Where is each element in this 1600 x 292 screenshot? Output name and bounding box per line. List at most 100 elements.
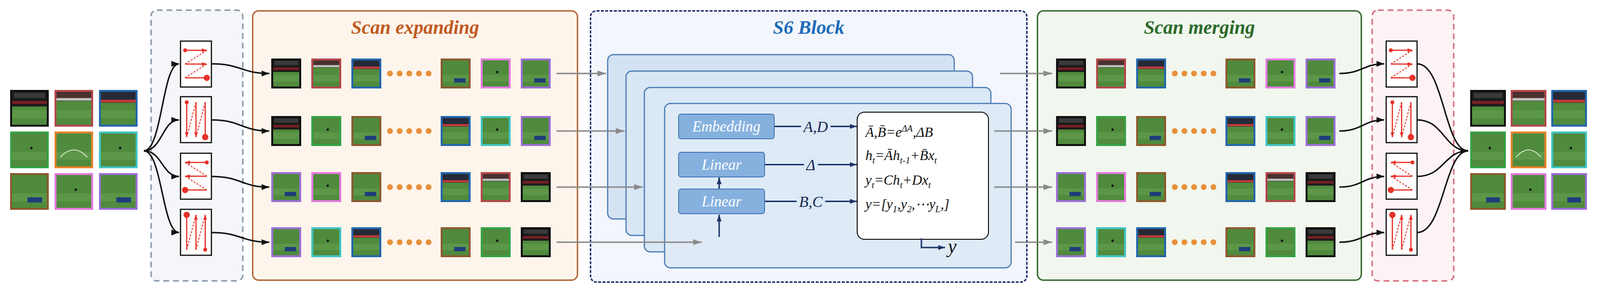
video-frame	[98, 131, 138, 168]
pitch-stripe	[10, 151, 49, 160]
scan-start	[1408, 247, 1413, 252]
scan-return	[185, 176, 208, 191]
equation-term: t	[872, 154, 876, 166]
frame-border	[1471, 173, 1505, 209]
pitch-line	[1516, 149, 1542, 157]
pitch	[1510, 131, 1547, 168]
scan-start	[203, 247, 208, 252]
player	[30, 146, 33, 150]
equation-term: +B̄x	[910, 147, 935, 163]
video-frame	[1551, 89, 1587, 127]
scan-return	[1391, 64, 1413, 79]
video-frame	[10, 131, 49, 168]
pitch	[1510, 89, 1547, 127]
fan-in-arrow	[1417, 150, 1469, 233]
equation-term: ,ΔB	[912, 124, 933, 140]
scan-stage: Scan expanding	[251, 10, 579, 281]
equation-term: y=[y	[865, 195, 893, 212]
pitch-stripe	[1470, 151, 1506, 160]
scan-line	[1391, 175, 1413, 177]
scan-line	[185, 49, 208, 52]
pitch	[54, 89, 94, 127]
video-frame	[1551, 172, 1587, 210]
layer-label: Linear	[701, 155, 742, 174]
equation-term: t	[934, 154, 937, 166]
video-frame	[1470, 172, 1506, 210]
scan-icon	[1386, 208, 1418, 255]
scan-return	[1391, 50, 1413, 65]
icon-frame	[1386, 41, 1418, 87]
equation-term: y	[865, 171, 872, 188]
scan-icon	[180, 153, 212, 199]
frame-border	[11, 132, 48, 167]
layer-box: Linear	[678, 151, 766, 178]
stage-title: S6 Block	[591, 16, 1027, 39]
crowd	[98, 89, 138, 103]
scan-line	[1391, 161, 1413, 164]
pitch-stripe	[98, 193, 138, 202]
fan-in-arrow	[1417, 119, 1469, 151]
edge-label: A,D	[801, 117, 831, 136]
pitch-stripe	[98, 110, 138, 119]
frame-border	[11, 90, 48, 126]
player	[1529, 188, 1532, 191]
scan-line	[185, 175, 208, 177]
scan-return	[1392, 101, 1402, 137]
crowd	[10, 89, 49, 107]
equation-term: t	[871, 179, 875, 190]
scan-return	[195, 101, 206, 137]
equation-term: 2	[906, 203, 912, 214]
equation-term: =Āh	[875, 147, 901, 163]
pitch	[1551, 131, 1587, 168]
layer-label: Linear	[701, 192, 742, 210]
scan-end	[1409, 74, 1416, 82]
equation-term: L	[935, 203, 941, 214]
fan-arrow	[143, 63, 180, 151]
frame-border	[1552, 173, 1587, 209]
frame-border	[1471, 90, 1505, 126]
scan-line	[195, 101, 197, 137]
board	[1551, 99, 1587, 103]
scan-line	[1401, 101, 1403, 137]
layer-label: Embedding	[692, 117, 761, 136]
layer-box: Linear	[678, 188, 766, 214]
frame-border	[55, 132, 93, 167]
equation-term: 1	[892, 203, 898, 214]
equation-term: h	[865, 147, 873, 163]
scan-line	[1410, 214, 1412, 250]
equation-line: yt=Cht+Dxt	[865, 171, 932, 194]
equation-term: Ā,B̄=e	[865, 124, 902, 140]
equation-term: =Ch	[874, 171, 900, 188]
scan-line	[1401, 214, 1403, 250]
frame-border	[55, 173, 93, 209]
player	[119, 146, 122, 150]
output-symbol: y	[947, 235, 957, 257]
scan-icon	[1386, 41, 1418, 87]
scan-line	[1391, 214, 1394, 250]
scan-start	[183, 48, 188, 53]
video-frame	[54, 172, 94, 210]
pitch	[98, 89, 138, 127]
player	[1569, 146, 1573, 150]
icon-frame	[180, 41, 212, 87]
pitch-stripe	[1510, 151, 1547, 160]
score-overlay	[1486, 196, 1500, 203]
scan-line	[1391, 101, 1394, 137]
scan-start	[204, 160, 209, 165]
board	[54, 97, 94, 101]
equation-term: ,⋯y	[911, 195, 936, 212]
stage-title: Scan expanding	[253, 16, 577, 39]
equation-term: ΔA	[901, 123, 913, 134]
scan-icon	[1386, 96, 1418, 143]
icon-frame	[180, 208, 212, 255]
frame-border	[55, 90, 93, 126]
crowd	[1470, 89, 1506, 107]
equation-term: ,]	[940, 195, 950, 212]
scan-line	[186, 101, 188, 137]
frame-border	[1511, 173, 1546, 209]
crowd	[1473, 92, 1503, 98]
equation-term: ,y	[897, 195, 907, 212]
video-frame	[10, 89, 49, 127]
scan-end	[1387, 186, 1394, 194]
board	[98, 99, 138, 103]
